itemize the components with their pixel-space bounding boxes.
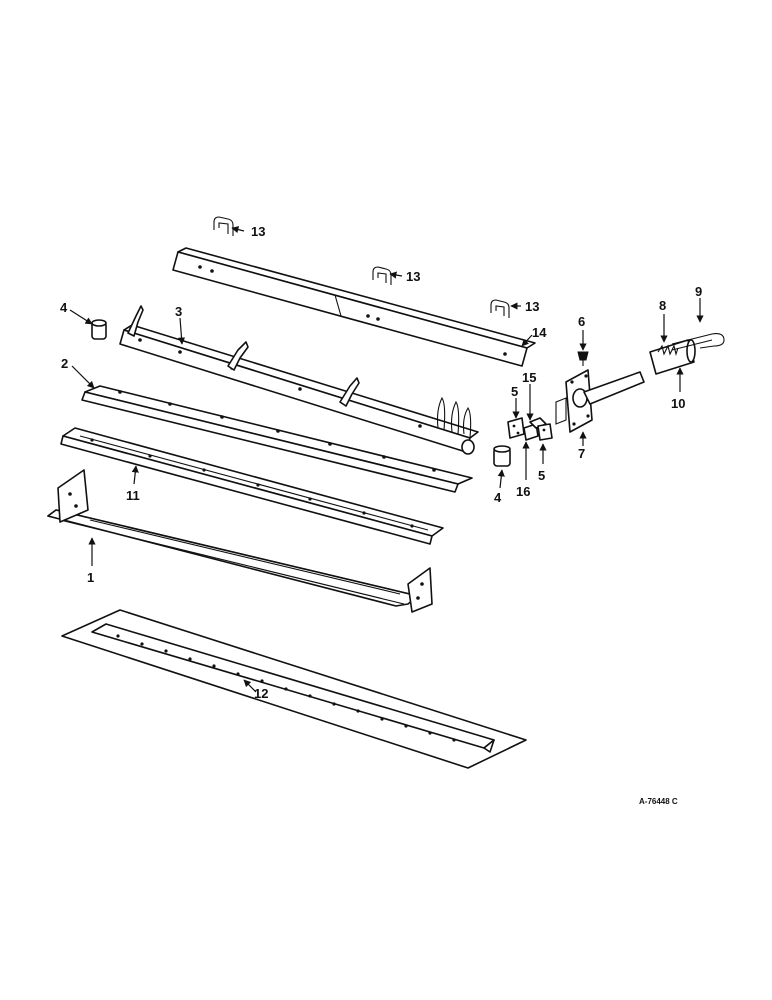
callout-9: 9 (695, 284, 702, 299)
part-2-flat-bar (81, 385, 473, 493)
callout-5-lower: 5 (538, 468, 545, 483)
part-11-serrated-strip (60, 427, 444, 545)
part-7-bearing-plate (555, 369, 645, 433)
callouts: 13 13 13 14 3 4 2 11 1 12 4 5 15 16 5 6 … (60, 224, 702, 701)
callout-4-left: 4 (60, 300, 68, 315)
callout-13-middle: 13 (406, 269, 420, 284)
callout-15: 15 (522, 370, 536, 385)
callout-4-right: 4 (494, 490, 502, 505)
part-4-bushing-right (493, 445, 511, 467)
reference-code: A-76448 C (639, 797, 678, 806)
callout-2: 2 (61, 356, 68, 371)
callout-1: 1 (87, 570, 94, 585)
callout-16: 16 (516, 484, 530, 499)
callout-6: 6 (578, 314, 585, 329)
callout-8: 8 (659, 298, 666, 313)
callout-14: 14 (532, 325, 547, 340)
part-5-plate-right (537, 423, 553, 441)
part-14-upper-strip (172, 247, 536, 367)
part-8-spring (657, 344, 679, 356)
callout-12: 12 (254, 686, 268, 701)
part-5-plate-left (507, 417, 525, 439)
callout-7: 7 (578, 446, 585, 461)
part-1-channel (47, 469, 433, 613)
callout-10: 10 (671, 396, 685, 411)
part-12-knife-bar (61, 609, 527, 769)
leader-lines (69, 226, 704, 693)
part-6-grease-fitting (577, 351, 589, 366)
part-10-tube (649, 339, 696, 375)
part-9-hooked-rod (671, 333, 725, 351)
callout-11: 11 (126, 488, 140, 503)
callout-5-upper: 5 (511, 384, 518, 399)
callout-3: 3 (175, 304, 182, 319)
part-4-bushing-left (91, 319, 107, 340)
callout-13-right: 13 (525, 299, 539, 314)
part-3-finger-bar (119, 305, 479, 455)
callout-13-top: 13 (251, 224, 265, 239)
